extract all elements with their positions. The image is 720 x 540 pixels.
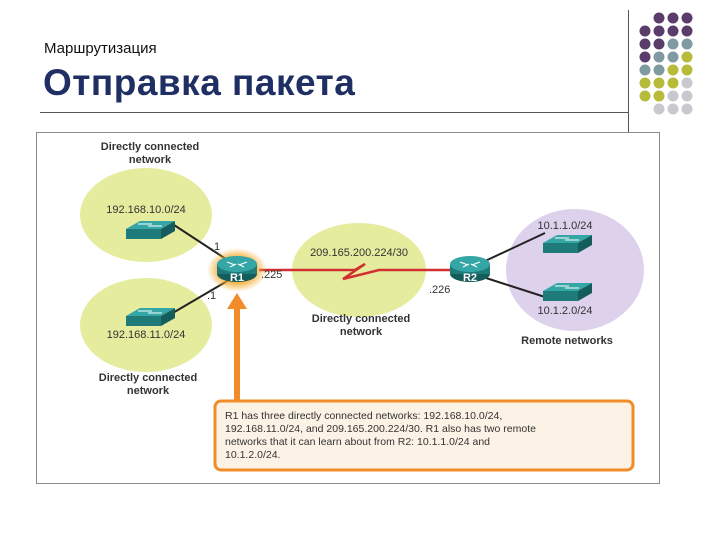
callout-arrow-head xyxy=(227,293,247,309)
decorative-dot xyxy=(667,64,679,76)
switch-icon xyxy=(126,221,175,239)
decorative-dot xyxy=(681,90,693,102)
decorative-dot xyxy=(667,103,679,115)
decorative-dot xyxy=(639,51,651,63)
decorative-dot xyxy=(639,38,651,50)
decorative-dot xyxy=(653,77,665,89)
lan-top-address: 192.168.10.0/24 xyxy=(106,204,186,216)
decorative-dot xyxy=(639,25,651,37)
decorative-dot xyxy=(653,64,665,76)
decorative-dot xyxy=(639,64,651,76)
r1-label: R1 xyxy=(230,272,244,284)
decorative-dot xyxy=(667,12,679,24)
callout-line-2: 192.168.11.0/24, and 209.165.200.224/30.… xyxy=(225,423,536,435)
corner-divider xyxy=(628,10,629,132)
wan-caption-line2: network xyxy=(340,326,383,338)
decorative-dot xyxy=(639,77,651,89)
network-diagram: R1 R2 Directly connected network 192.168… xyxy=(80,141,644,472)
decorative-dot xyxy=(681,103,693,115)
decorative-dot xyxy=(681,38,693,50)
r2-interface-left: .226 xyxy=(429,284,450,296)
r1-interface-top: .1 xyxy=(211,241,220,253)
router-r2-icon xyxy=(450,256,490,282)
link-r2-switch-bottom xyxy=(482,276,546,298)
r1-interface-right: .225 xyxy=(261,269,282,281)
remote-area xyxy=(506,209,644,331)
lan-top-caption-line2: network xyxy=(129,154,172,166)
r2-label: R2 xyxy=(463,272,477,284)
slide-title: Отправка пакета xyxy=(43,62,356,103)
decorative-dot xyxy=(653,51,665,63)
lan-top-caption-line1: Directly connected xyxy=(101,141,199,153)
title-divider xyxy=(40,112,628,113)
lan-bottom-address: 192.168.11.0/24 xyxy=(107,329,186,341)
switch-icon xyxy=(543,283,592,301)
router-r1-icon xyxy=(217,256,257,282)
decorative-dot xyxy=(681,51,693,63)
r1-interface-bottom: .1 xyxy=(207,290,216,302)
lan-bottom-caption-line1: Directly connected xyxy=(99,372,197,384)
link-r2-switch-top xyxy=(482,232,546,263)
lan-bottom-caption-line2: network xyxy=(127,385,170,397)
decorative-dot xyxy=(667,38,679,50)
remote-address-bottom: 10.1.2.0/24 xyxy=(537,305,592,317)
decorative-dot xyxy=(667,90,679,102)
decorative-dot xyxy=(681,77,693,89)
wan-area xyxy=(292,223,426,317)
decorative-dot xyxy=(681,12,693,24)
serial-link-r1-r2 xyxy=(259,262,457,281)
decorative-dot xyxy=(653,103,665,115)
slide-subtitle: Маршрутизация xyxy=(44,40,157,57)
remote-caption: Remote networks xyxy=(521,335,613,347)
callout-line-3: networks that it can learn about from R2… xyxy=(225,436,490,448)
decorative-dot xyxy=(681,25,693,37)
switch-icon xyxy=(126,308,175,326)
decorative-dot xyxy=(653,12,665,24)
switch-icon xyxy=(543,235,592,253)
callout-box xyxy=(213,399,635,472)
decorative-dot xyxy=(639,90,651,102)
decorative-dot xyxy=(653,25,665,37)
decorative-dot xyxy=(653,38,665,50)
decorative-dot xyxy=(667,51,679,63)
decorative-dot xyxy=(667,25,679,37)
decorative-dot xyxy=(681,64,693,76)
callout-line-1: R1 has three directly connected networks… xyxy=(225,410,502,422)
remote-address-top: 10.1.1.0/24 xyxy=(537,220,592,232)
wan-caption-line1: Directly connected xyxy=(312,313,410,325)
wan-address: 209.165.200.224/30 xyxy=(310,247,408,259)
decorative-dot xyxy=(653,90,665,102)
callout-line-4: 10.1.2.0/24. xyxy=(225,449,280,461)
lan-area-top xyxy=(80,168,212,262)
decorative-dot xyxy=(667,77,679,89)
decorative-dot-grid xyxy=(639,12,693,115)
diagram-frame: R1 R2 Directly connected network 192.168… xyxy=(36,132,660,484)
